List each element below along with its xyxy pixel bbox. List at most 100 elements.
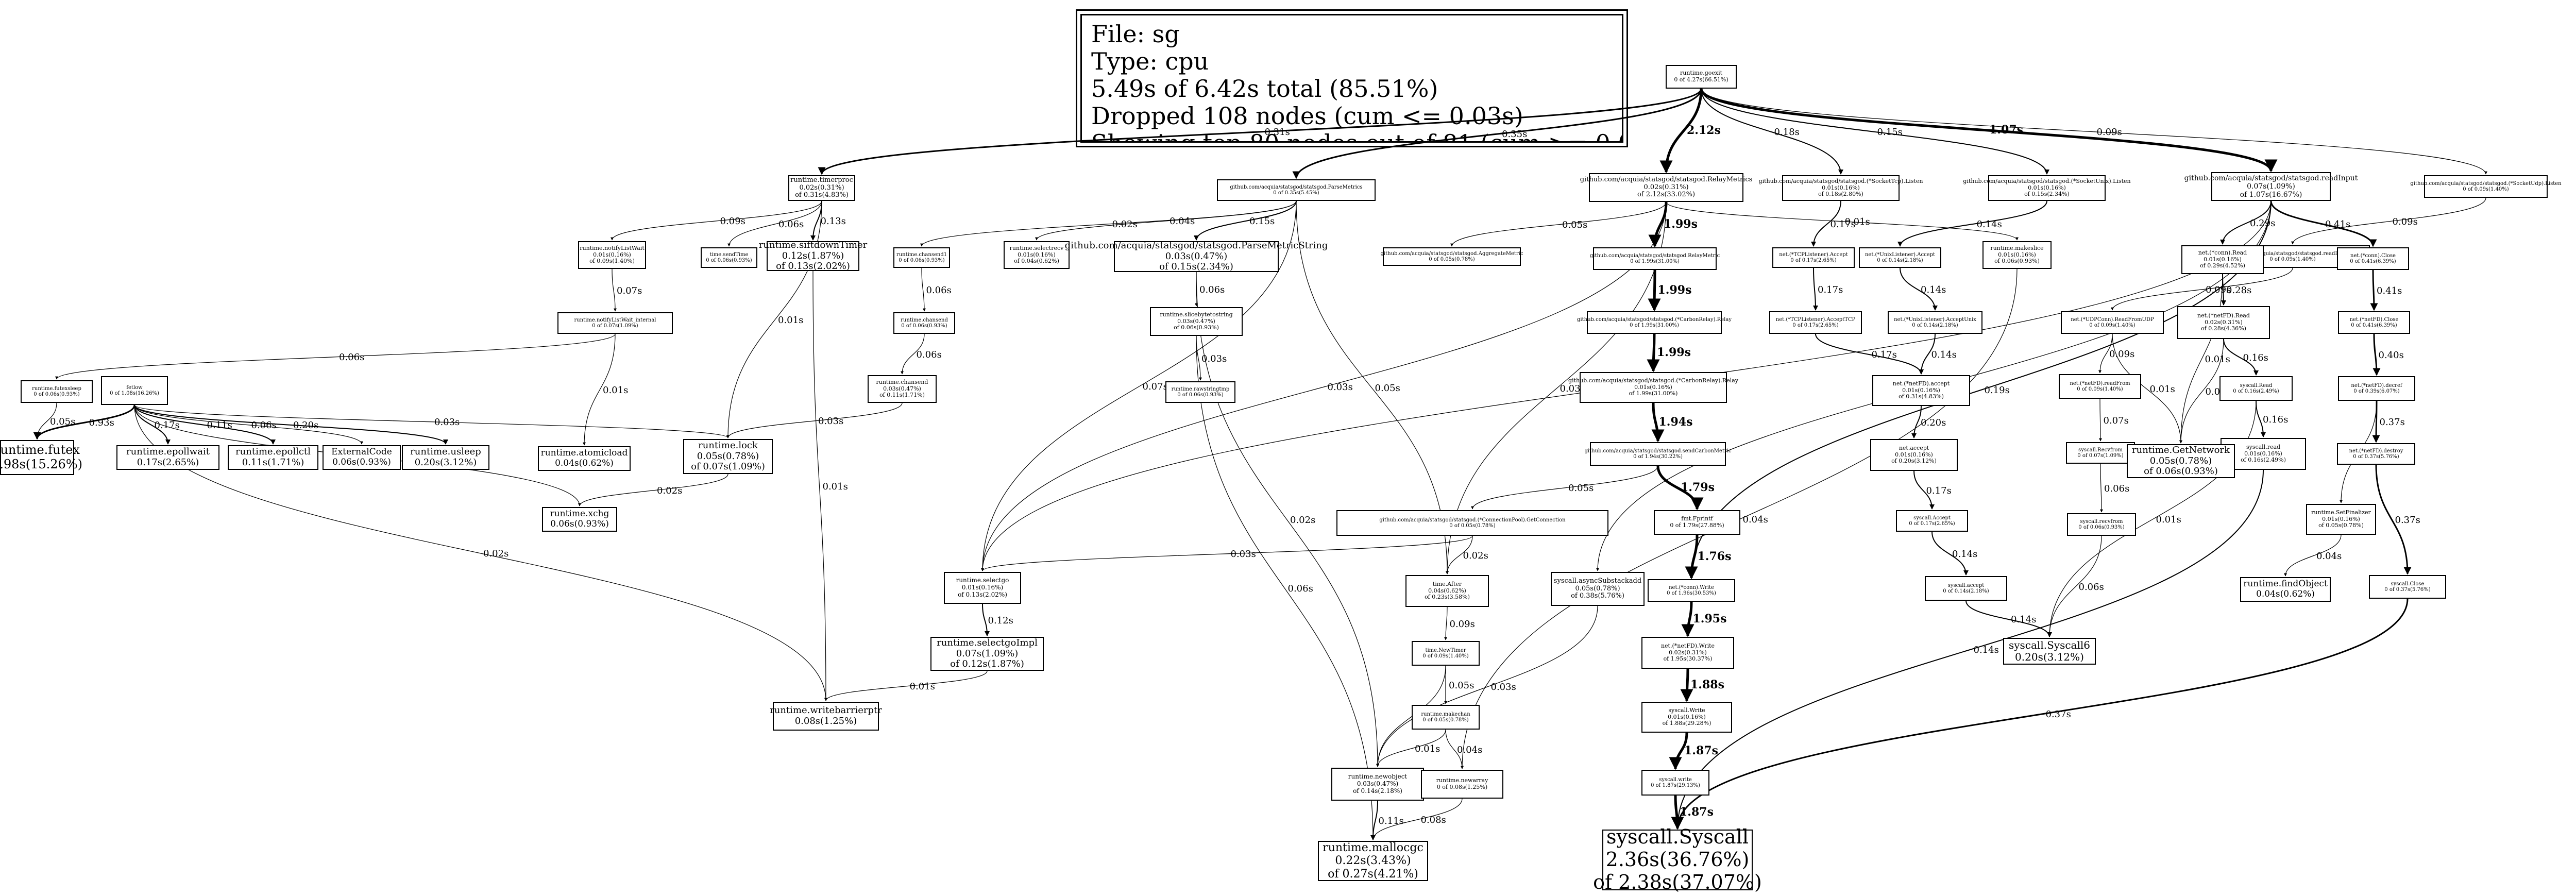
node-label: 0.01s(0.16%)	[2028, 184, 2066, 191]
node-aggregatemetric[interactable]: github.com/acquia/statsgod/statsgod.Aggr…	[1381, 247, 1523, 266]
node-label: syscall.accept	[1947, 582, 1985, 588]
node-carbonrelay[interactable]: github.com/acquia/statsgod/statsgod.(*Ca…	[1577, 311, 1732, 334]
node-socketunixlisten[interactable]: github.com/acquia/statsgod/statsgod.(*So…	[1963, 175, 2131, 201]
node-sockettcplisten[interactable]: github.com/acquia/statsgod/statsgod.(*So…	[1759, 175, 1923, 201]
node-socketudplisten[interactable]: github.com/acquia/statsgod/statsgod.(*So…	[2410, 175, 2562, 198]
edge-label: 0.06s	[926, 285, 952, 296]
edge-chansend1-to-chansend	[921, 267, 926, 312]
node-parsemetricstring[interactable]: github.com/acquia/statsgod/statsgod.Pars…	[1065, 240, 1328, 272]
node-label: 0.02s(0.31%)	[1643, 183, 1689, 191]
edge-selectgo-to-selectgoimpl	[982, 603, 990, 636]
edge-label: 0.12s	[988, 615, 1013, 626]
node-parsemetrics[interactable]: github.com/acquia/statsgod/statsgod.Pars…	[1217, 179, 1376, 201]
node-label: runtime.timerproc	[790, 176, 853, 184]
node-label: net.(*netFD).decref	[2351, 382, 2402, 388]
node-readinput[interactable]: github.com/acquia/statsgod/statsgod.read…	[2184, 172, 2358, 201]
edge-carbonrelayinner-to-sendcarbon	[1651, 402, 1665, 443]
profile-legend: File: sg Type: cpu 5.49s of 6.42s total …	[1076, 9, 1628, 147]
edge-fetlow-to-externalcode	[134, 404, 363, 445]
edge-carbonrelay-to-carbonrelayinner	[1647, 333, 1660, 373]
node-carbonrelayinner[interactable]: github.com/acquia/statsgod/statsgod.(*Ca…	[1568, 372, 1738, 403]
node-sendcarbon[interactable]: github.com/acquia/statsgod/statsgod.send…	[1584, 442, 1732, 466]
node-label: fmt.Fprintf	[1681, 515, 1713, 522]
edge-goexit-to-socketudplisten	[1701, 88, 2487, 175]
node-relaymetrics[interactable]: github.com/acquia/statsgod/statsgod.Rela…	[1580, 173, 1752, 202]
node-label: 0 of 0.06s(0.93%)	[899, 258, 945, 263]
edge-label: 0.05s	[1375, 383, 1400, 394]
node-getconnection[interactable]: github.com/acquia/statsgod/statsgod.(*Co…	[1336, 510, 1608, 536]
node-relayer[interactable]: github.com/acquia/statsgod/statsgod.Rela…	[1590, 247, 1720, 270]
edge-label: 0.01s	[2156, 514, 2181, 525]
edge-label: 1.88s	[1690, 678, 1724, 691]
node-label: 0 of 1.99s(31.00%)	[1630, 323, 1679, 328]
node-label: 0 of 0.07s(1.09%)	[2077, 453, 2124, 459]
edge-notifylistwaitinternal-to-futexsleep	[55, 333, 616, 380]
node-label: 0.01s(0.16%)	[1822, 184, 1860, 191]
profile-legend-text: File: sg Type: cpu 5.49s of 6.42s total …	[1080, 14, 1623, 143]
